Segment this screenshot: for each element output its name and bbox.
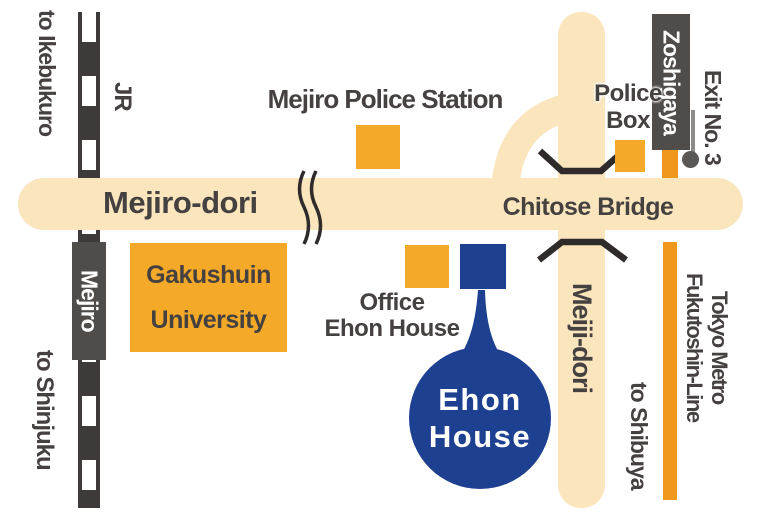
police-box-label-line1: Police bbox=[594, 80, 662, 107]
office-ehon-house-label-line1: Office bbox=[359, 289, 425, 316]
exit-no3-label: Exit No. 3 bbox=[700, 70, 726, 165]
to-ikebukuro-label: to Ikebukuro bbox=[34, 10, 60, 137]
tokyo-metro-fukutoshin-label: Tokyo Metro Fukutoshin-Line bbox=[682, 254, 732, 440]
gakushuin-university-box: Gakushuin University bbox=[130, 243, 287, 352]
to-shinjuku-label: to Shinjuku bbox=[31, 350, 58, 470]
police-box-marker bbox=[615, 140, 645, 172]
office-ehon-house-label: Office Ehon House bbox=[312, 290, 472, 342]
exit-dot-icon bbox=[682, 151, 699, 168]
mejiro-station-label: Mejiro bbox=[76, 270, 103, 332]
ehon-house-bubble: Ehon House bbox=[409, 347, 551, 489]
tokyo-metro-label-line1: Tokyo Metro bbox=[707, 290, 732, 404]
tokyo-metro-label-line2: Fukutoshin-Line bbox=[682, 272, 707, 422]
mejiro-dori-road bbox=[18, 178, 743, 230]
meiji-dori-label: Meiji-dori bbox=[567, 283, 597, 393]
chitose-bridge-label: Chitose Bridge bbox=[502, 193, 674, 221]
police-box-label-line2: Box bbox=[606, 107, 650, 134]
mejiro-dori-label: Mejiro-dori bbox=[103, 185, 258, 220]
zoshigaya-station-label: Zoshigaya bbox=[658, 29, 685, 135]
mejiro-police-station-label: Mejiro Police Station bbox=[267, 84, 504, 114]
police-box-label: Police Box bbox=[583, 80, 673, 134]
office-ehon-house-orange-marker bbox=[405, 245, 449, 288]
office-ehon-house-label-line2: Ehon House bbox=[324, 315, 460, 342]
to-shibuya-label: to Shibuya bbox=[626, 382, 652, 490]
gakushuin-university-label-line2: University bbox=[150, 306, 267, 334]
ehon-house-label-line1: Ehon bbox=[438, 382, 522, 417]
police-station-marker bbox=[356, 125, 400, 169]
ehon-house-label-line2: House bbox=[428, 419, 532, 454]
zoshigaya-station-box: Zoshigaya bbox=[652, 14, 690, 150]
gakushuin-university-label-line1: Gakushuin bbox=[146, 261, 271, 289]
jr-label: JR bbox=[109, 82, 136, 111]
mejiro-station-box: Mejiro bbox=[72, 242, 106, 360]
fukutoshin-line bbox=[663, 242, 677, 500]
office-ehon-house-blue-marker bbox=[460, 244, 506, 289]
